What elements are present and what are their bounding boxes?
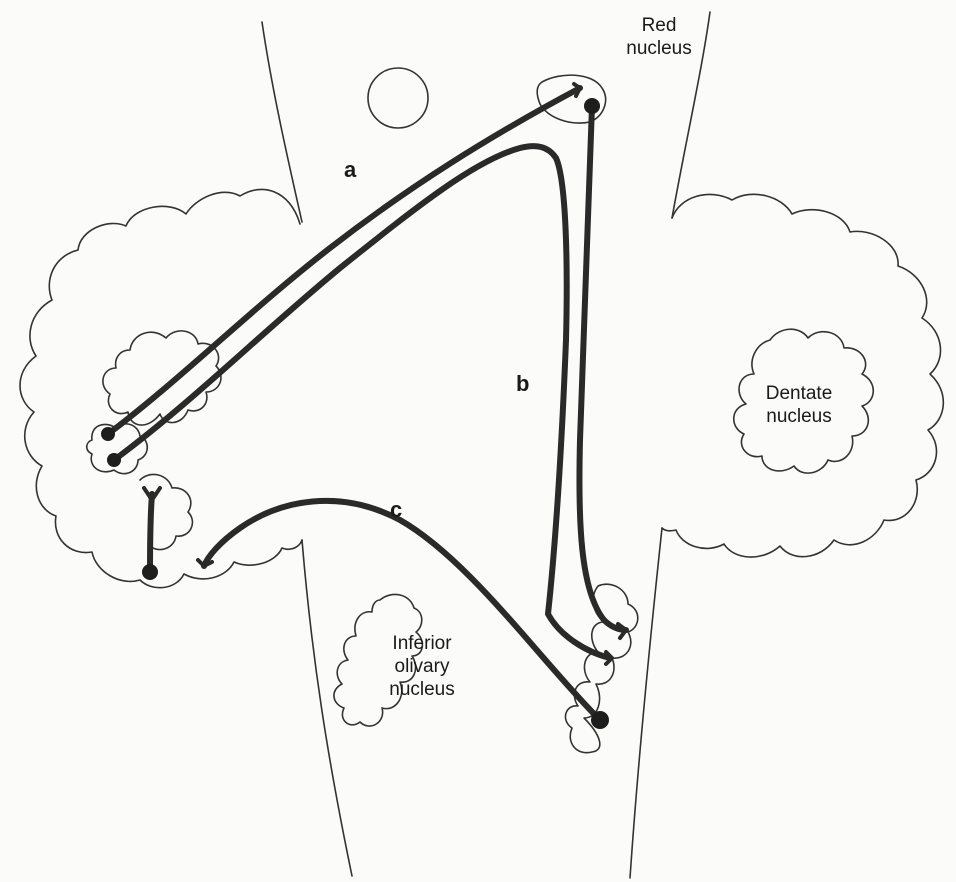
left-inner-folia-outline: [103, 331, 221, 425]
right-cerebellar-hemisphere-outline: [662, 194, 943, 557]
pathway-c-label: c: [390, 497, 402, 523]
red-nucleus-label: Red nucleus: [614, 14, 704, 60]
red-nucleus-terminal: [584, 98, 600, 114]
pathway-b-outer-line: [579, 106, 626, 630]
inferior-olivary-nucleus-label: Inferior olivary nucleus: [362, 632, 482, 701]
pathway-a-label: a: [344, 157, 356, 183]
dentate-nucleus-label: Dentate nucleus: [744, 382, 854, 428]
pathway-a-left-terminal-lower: [107, 453, 121, 467]
pathway-a-lower-line: [114, 146, 556, 460]
left-cerebellar-connector: [150, 494, 152, 572]
pathway-b-label: b: [516, 371, 529, 397]
brainstem-right-lower-outline: [630, 528, 662, 878]
brainstem-left-upper-outline: [262, 22, 302, 222]
pathway-a-left-terminal-upper: [101, 427, 115, 441]
pathway-c-bottom-terminal: [591, 711, 609, 729]
midline-structure-outline: [368, 68, 428, 128]
left-cerebellar-bottom-terminal: [142, 564, 158, 580]
